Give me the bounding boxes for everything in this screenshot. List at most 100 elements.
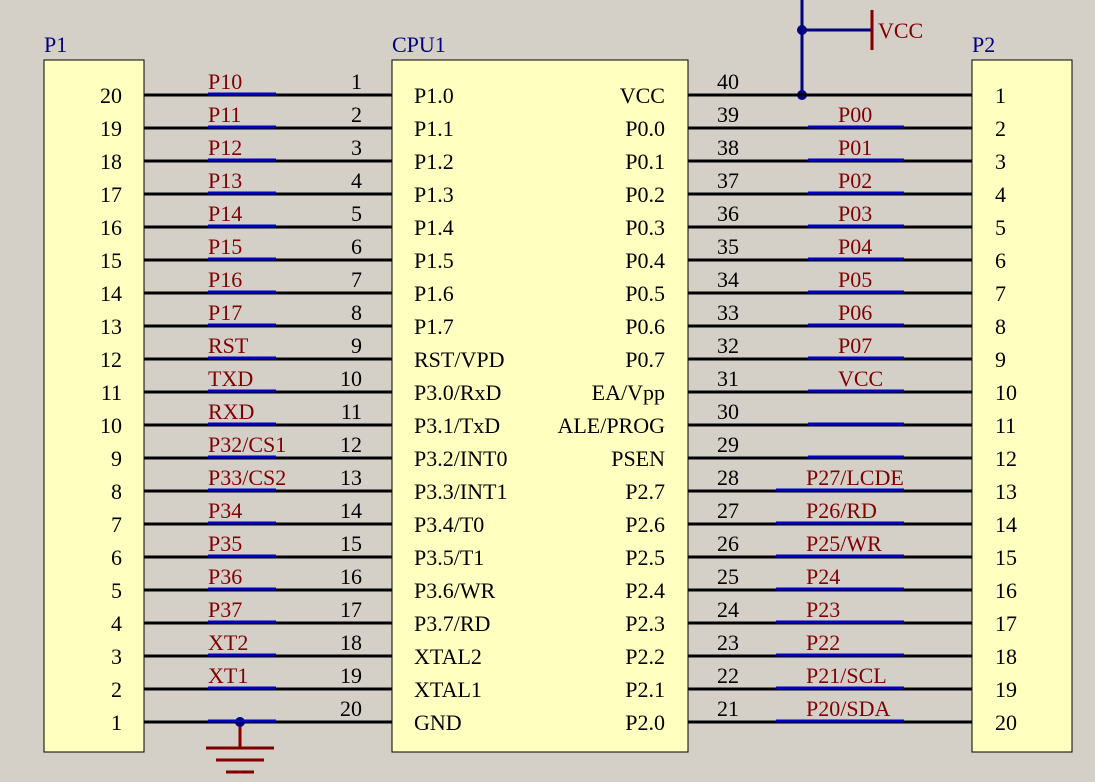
- p1-pin-number: 5: [111, 578, 122, 603]
- cpu-pin-number: 12: [340, 432, 362, 457]
- p2-pin-number: 4: [995, 182, 1006, 207]
- net-label: P01: [838, 135, 872, 160]
- cpu-pin-number: 27: [717, 498, 739, 523]
- cpu-pin-name: P2.6: [625, 512, 665, 537]
- cpu-pin-number: 39: [717, 102, 739, 127]
- net-label: P24: [806, 564, 840, 589]
- net-label: P35: [208, 531, 242, 556]
- net-label: P04: [838, 234, 872, 259]
- cpu-pin-name: RST/VPD: [414, 347, 504, 372]
- net-label: P27/LCDE: [806, 465, 904, 490]
- cpu-pin-name: XTAL1: [414, 677, 482, 702]
- net-label: TXD: [208, 366, 253, 391]
- pin-rows: 201P1.0P10192P1.1P11183P1.2P12174P1.3P13…: [100, 69, 1017, 735]
- p2-designator: P2: [972, 32, 995, 57]
- net-label: P20/SDA: [806, 696, 890, 721]
- cpu-pin-name: P1.7: [414, 314, 454, 339]
- p1-pin-number: 18: [100, 149, 122, 174]
- cpu-pin-number: 34: [717, 267, 739, 292]
- cpu-pin-name: P3.1/TxD: [414, 413, 500, 438]
- cpu-pin-name: P1.4: [414, 215, 454, 240]
- p1-pin-number: 17: [100, 182, 122, 207]
- p1-pin-number: 9: [111, 446, 122, 471]
- p1-pin-number: 15: [100, 248, 122, 273]
- cpu-pin-name: P1.0: [414, 83, 454, 108]
- cpu-pin-name: P0.2: [625, 182, 665, 207]
- net-label: RXD: [208, 399, 254, 424]
- p2-pin-number: 5: [995, 215, 1006, 240]
- vcc-power-label: VCC: [878, 18, 923, 43]
- p2-pin-number: 6: [995, 248, 1006, 273]
- p1-pin-number: 6: [111, 545, 122, 570]
- p1-connector-body[interactable]: [43, 59, 145, 753]
- cpu-pin-number: 11: [341, 399, 362, 424]
- p2-pin-number: 7: [995, 281, 1006, 306]
- cpu-pin-name: P0.7: [625, 347, 665, 372]
- cpu-pin-number: 33: [717, 300, 739, 325]
- p1-pin-number: 10: [100, 413, 122, 438]
- net-label: P15: [208, 234, 242, 259]
- cpu-pin-name: P2.1: [625, 677, 665, 702]
- cpu-pin-name: P2.0: [625, 710, 665, 735]
- p2-pin-number: 16: [995, 578, 1017, 603]
- p2-pin-number: 18: [995, 644, 1017, 669]
- p2-pin-number: 3: [995, 149, 1006, 174]
- net-label: P23: [806, 597, 840, 622]
- cpu-pin-number: 36: [717, 201, 739, 226]
- cpu-pin-name: P0.1: [625, 149, 665, 174]
- net-label: P06: [838, 300, 872, 325]
- cpu-pin-number: 22: [717, 663, 739, 688]
- cpu-pin-number: 14: [340, 498, 362, 523]
- cpu-pin-number: 4: [351, 168, 362, 193]
- cpu-pin-name: P2.7: [625, 479, 665, 504]
- p2-pin-number: 20: [995, 710, 1017, 735]
- cpu-pin-number: 31: [717, 366, 739, 391]
- cpu-pin-name: P1.2: [414, 149, 454, 174]
- cpu-pin-name: P1.5: [414, 248, 454, 273]
- p1-pin-number: 3: [111, 644, 122, 669]
- p1-pin-number: 2: [111, 677, 122, 702]
- p2-pin-number: 10: [995, 380, 1017, 405]
- p1-pin-number: 7: [111, 512, 122, 537]
- net-label: P32/CS1: [208, 432, 286, 457]
- cpu-pin-name: P2.5: [625, 545, 665, 570]
- cpu-pin-number: 35: [717, 234, 739, 259]
- net-label: P03: [838, 201, 872, 226]
- p1-pin-number: 8: [111, 479, 122, 504]
- net-label: P37: [208, 597, 242, 622]
- cpu-pin-number: 20: [340, 696, 362, 721]
- net-label: P14: [208, 201, 242, 226]
- net-label: P21/SCL: [806, 663, 887, 688]
- cpu-pin-name: P0.0: [625, 116, 665, 141]
- cpu-pin-name: P3.2/INT0: [414, 446, 508, 471]
- p1-pin-number: 12: [100, 347, 122, 372]
- cpu-pin-name: P3.5/T1: [414, 545, 484, 570]
- cpu-pin-number: 26: [717, 531, 739, 556]
- net-label: P02: [838, 168, 872, 193]
- net-label: P36: [208, 564, 242, 589]
- cpu-pin-name: P0.5: [625, 281, 665, 306]
- cpu-pin-name: XTAL2: [414, 644, 482, 669]
- p2-pin-number: 1: [995, 83, 1006, 108]
- cpu-pin-number: 40: [717, 69, 739, 94]
- cpu-pin-number: 6: [351, 234, 362, 259]
- cpu-pin-name: P2.2: [625, 644, 665, 669]
- cpu-pin-name: P1.1: [414, 116, 454, 141]
- cpu-pin-name: P1.6: [414, 281, 454, 306]
- cpu-pin-number: 9: [351, 333, 362, 358]
- p1-designator: P1: [44, 32, 67, 57]
- cpu-pin-name: EA/Vpp: [592, 380, 665, 405]
- p1-pin-number: 11: [101, 380, 122, 405]
- cpu-pin-number: 32: [717, 333, 739, 358]
- p1-pin-number: 13: [100, 314, 122, 339]
- cpu-pin-name: P0.4: [625, 248, 665, 273]
- p2-pin-number: 15: [995, 545, 1017, 570]
- cpu-pin-name: P1.3: [414, 182, 454, 207]
- cpu-pin-number: 5: [351, 201, 362, 226]
- cpu1-chip-body[interactable]: [391, 59, 689, 753]
- p2-connector-body[interactable]: [971, 59, 1073, 753]
- cpu1-designator: CPU1: [392, 32, 446, 57]
- cpu-pin-name: P3.3/INT1: [414, 479, 508, 504]
- cpu-pin-name: P0.6: [625, 314, 665, 339]
- cpu-pin-number: 1: [351, 69, 362, 94]
